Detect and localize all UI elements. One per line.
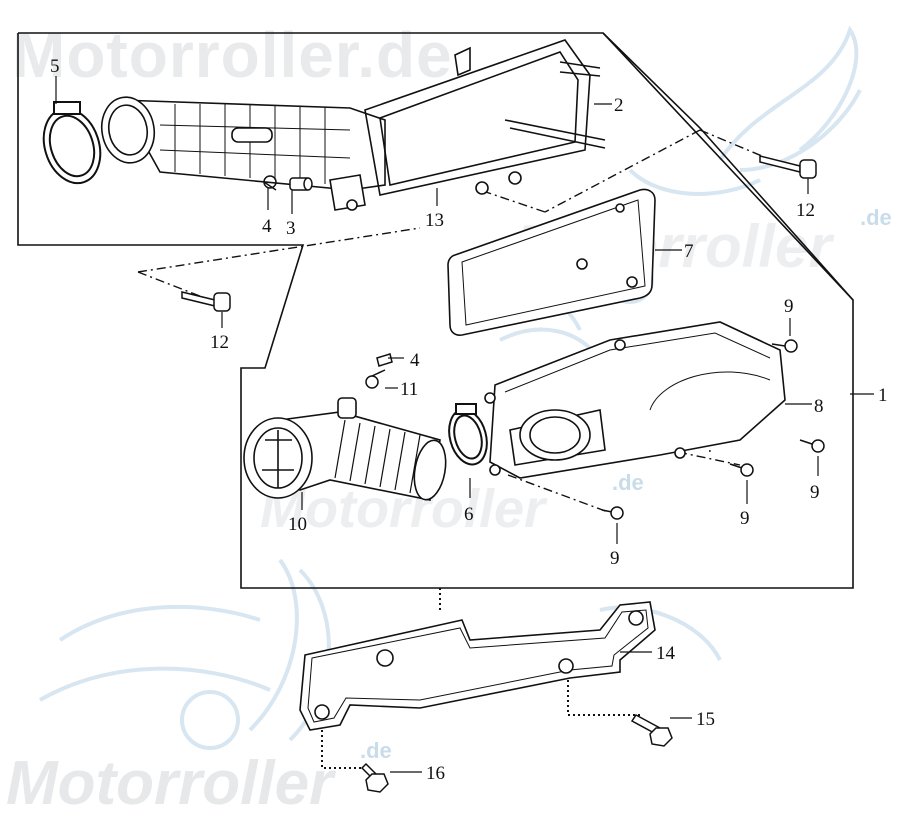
screw-part-12-left <box>181 291 231 312</box>
filter-housing-cover-part-2 <box>364 39 606 196</box>
clip-part-4-lower <box>376 353 393 367</box>
callout-13: 13 <box>425 210 444 231</box>
callout-12a: 12 <box>796 200 815 221</box>
callout-10: 10 <box>288 514 307 535</box>
hose-clamp-part-6 <box>448 403 488 466</box>
callout-3: 3 <box>286 218 296 239</box>
callout-2: 2 <box>614 95 624 116</box>
callout-6: 6 <box>464 504 474 525</box>
callout-4a: 4 <box>262 216 272 237</box>
callout-5: 5 <box>50 56 60 77</box>
plug-part-11 <box>365 369 386 389</box>
clip-part-4-top <box>263 175 277 191</box>
callout-9b: 9 <box>810 482 820 503</box>
callout-9c: 9 <box>740 508 750 529</box>
filter-housing-part-8 <box>484 321 786 479</box>
callout-1: 1 <box>878 385 888 406</box>
callout-8: 8 <box>814 396 824 417</box>
intake-duct-part-13 <box>100 96 386 211</box>
screw-part-9-c <box>729 463 754 477</box>
filter-element-part-7 <box>447 188 656 336</box>
screw-part-9-b <box>799 439 825 453</box>
bolt-part-15 <box>630 714 673 747</box>
callout-9d: 9 <box>610 548 620 569</box>
callout-11: 11 <box>400 379 418 400</box>
intake-hose-part-10 <box>243 397 447 501</box>
bracket-part-14 <box>299 601 656 731</box>
hose-clamp-part-5 <box>42 101 102 185</box>
callout-12b: 12 <box>210 332 229 353</box>
callout-14: 14 <box>656 643 676 664</box>
dotted-leader-lines <box>321 588 640 769</box>
callout-16: 16 <box>426 763 445 784</box>
plug-part-3 <box>289 177 313 191</box>
callout-15: 15 <box>696 709 715 730</box>
callout-7: 7 <box>684 241 694 262</box>
callout-labels: 1 2 3 4 4 5 6 7 8 9 9 9 9 9 10 11 12 12 … <box>50 56 888 784</box>
callout-4b: 4 <box>410 350 420 371</box>
callout-leaders <box>55 76 874 773</box>
screw-part-9-group <box>601 339 825 520</box>
assembly-boundary <box>17 32 854 589</box>
bolt-part-16 <box>360 762 389 793</box>
callout-9a: 9 <box>784 296 794 317</box>
screw-part-9-a <box>771 339 798 353</box>
screw-part-12-right <box>759 155 817 179</box>
screw-part-9-d <box>601 506 624 520</box>
